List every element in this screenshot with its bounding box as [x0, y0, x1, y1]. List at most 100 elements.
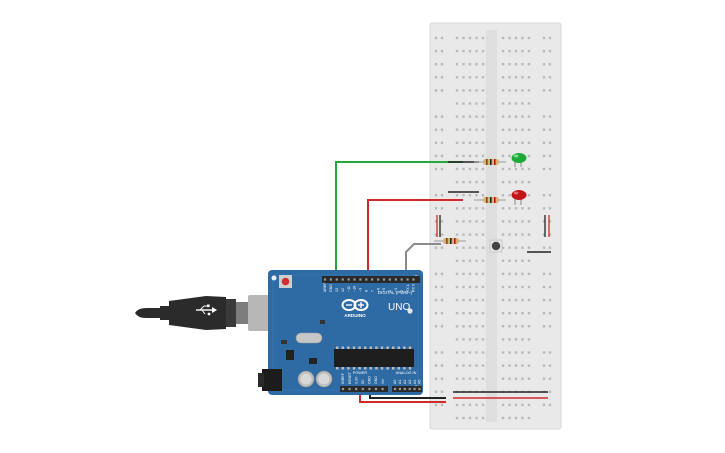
power-pin[interactable]	[355, 387, 358, 391]
rail-hole	[434, 167, 438, 171]
power-pin[interactable]	[348, 387, 351, 391]
rail-hole	[434, 194, 438, 197]
analog-pin[interactable]	[413, 387, 416, 391]
power-pin[interactable]	[368, 387, 371, 391]
breadboard-hole	[455, 259, 459, 262]
breadboard-hole	[475, 351, 478, 354]
header-pin[interactable]	[347, 278, 350, 281]
red-led[interactable]	[511, 190, 527, 205]
breadboard[interactable]	[429, 22, 562, 430]
rail-hole	[542, 154, 546, 158]
breadboard-hole	[468, 194, 472, 197]
power-pin[interactable]	[381, 387, 384, 391]
gray-wire[interactable]	[405, 243, 441, 276]
breadboard-hole	[475, 246, 478, 249]
resistor-green-led[interactable]	[474, 159, 506, 165]
breadboard-hole	[462, 403, 465, 407]
breadboard-hole	[527, 403, 531, 407]
header-pin[interactable]	[353, 278, 356, 281]
breadboard-hole	[462, 76, 465, 79]
power-jack[interactable]	[262, 369, 282, 391]
rail-hole	[434, 364, 438, 367]
push-button[interactable]	[489, 239, 503, 253]
header-pin[interactable]	[323, 278, 327, 281]
breadboard-hole	[462, 351, 465, 354]
header-pin[interactable]	[335, 278, 338, 281]
breadboard-hole	[481, 298, 485, 302]
rail-hole	[542, 325, 546, 328]
resistor-red-led[interactable]	[474, 197, 506, 203]
breadboard-hole	[455, 180, 459, 184]
header-pin[interactable]	[382, 278, 386, 281]
green-led[interactable]	[511, 153, 527, 167]
header-pin[interactable]	[406, 278, 409, 281]
breadboard-hole	[508, 128, 511, 131]
breadboard-hole	[514, 351, 518, 354]
breadboard-hole	[475, 167, 478, 171]
green-wire[interactable]	[335, 161, 463, 276]
breadboard-hole	[514, 298, 518, 302]
analog-pin[interactable]	[408, 387, 411, 391]
rail-hole	[434, 220, 438, 223]
breadboard-hole	[481, 76, 485, 79]
analog-pin[interactable]	[403, 387, 406, 391]
header-pin[interactable]	[377, 278, 380, 281]
breadboard-hole	[481, 167, 485, 171]
analog-pin[interactable]	[393, 387, 397, 391]
analog-pin[interactable]	[398, 387, 401, 391]
breadboard-hole	[462, 128, 465, 131]
rail-hole	[542, 49, 546, 53]
breadboard-hole	[475, 141, 478, 144]
header-pin[interactable]	[400, 278, 403, 281]
power-pin[interactable]	[374, 387, 378, 391]
header-pin[interactable]	[371, 278, 374, 281]
power-pin[interactable]	[361, 387, 364, 391]
header-pin[interactable]	[329, 278, 332, 281]
rail-hole	[434, 63, 438, 66]
breadboard-hole	[475, 89, 478, 92]
breadboard-hole	[468, 180, 472, 184]
usb-cable[interactable]	[135, 295, 278, 331]
breadboard-hole	[462, 154, 465, 158]
header-pin[interactable]	[365, 278, 368, 281]
header-pin[interactable]	[388, 278, 391, 281]
breadboard-hole	[481, 128, 485, 131]
rail-hole	[542, 89, 546, 92]
breadboard-hole	[514, 377, 518, 380]
breadboard-hole	[508, 233, 511, 236]
reset-button[interactable]	[279, 275, 292, 288]
breadboard-hole	[481, 36, 485, 40]
breadboard-hole	[475, 285, 478, 289]
header-pin[interactable]	[394, 278, 397, 281]
breadboard-hole	[527, 377, 531, 380]
power-pin-label: 5V	[361, 379, 365, 384]
header-pin[interactable]	[341, 278, 344, 281]
analog-pin-label: A0	[393, 380, 397, 384]
breadboard-hole	[508, 220, 511, 223]
power-pin[interactable]	[341, 387, 345, 391]
header-pin[interactable]	[412, 278, 415, 281]
breadboard-hole	[527, 36, 531, 40]
breadboard-hole	[468, 312, 472, 315]
rail-hole	[542, 351, 546, 354]
analog-pin[interactable]	[418, 387, 421, 391]
breadboard-hole	[455, 364, 459, 367]
header-pin[interactable]	[359, 278, 362, 281]
analog-in-label: ANALOG IN	[396, 371, 417, 375]
breadboard-hole	[455, 377, 459, 380]
breadboard-hole	[527, 338, 531, 341]
digital-pin-label: RX 0	[412, 284, 416, 292]
atmega-chip	[334, 349, 414, 367]
components	[434, 153, 527, 253]
breadboard-hole	[514, 102, 518, 105]
breadboard-hole	[514, 141, 518, 144]
breadboard-hole	[527, 351, 531, 354]
red-wire[interactable]	[367, 199, 463, 276]
breadboard-hole	[514, 259, 518, 262]
rail-hole	[440, 285, 444, 289]
rail-hole	[548, 115, 552, 118]
resistor-button[interactable]	[434, 238, 466, 244]
breadboard-hole	[475, 272, 478, 276]
